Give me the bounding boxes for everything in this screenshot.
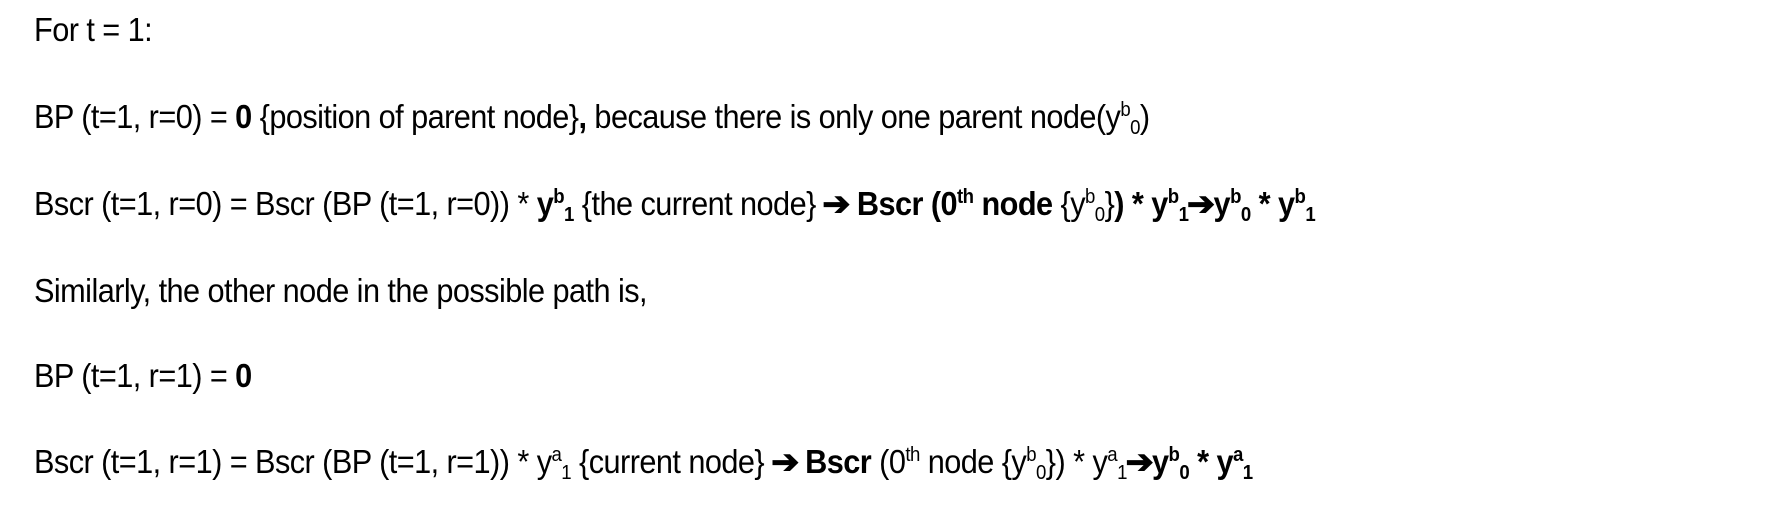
bscr-r0-result: yb0 * yb1: [1213, 185, 1316, 226]
bp-r0-expression: BP (t=1, r=0) =: [34, 98, 236, 135]
bp-r0-comma: ,: [578, 98, 587, 135]
bp-r1-line: BP (t=1, r=1) = 0: [34, 356, 252, 396]
bp-r0-note: {position of parent node}: [251, 98, 579, 135]
bp-r0-value: 0: [235, 98, 252, 135]
bscr-r1-substitution: (0th node {yb0}) * ya1: [871, 443, 1127, 484]
bscr-r1-note: {current node}: [571, 443, 773, 480]
parent-node-ref: {yb0}: [1060, 185, 1115, 226]
bp-r0-line: BP (t=1, r=0) = 0 {position of parent no…: [34, 97, 1150, 139]
bscr-label: Bscr: [797, 443, 872, 480]
bscr-r1-line: Bscr (t=1, r=1) = Bscr (BP (t=1, r=1)) *…: [34, 442, 1253, 484]
superscript: a: [551, 444, 562, 466]
bp-r1-value: 0: [235, 357, 252, 394]
close-paren: ): [1139, 98, 1150, 135]
arrow-right-icon: ➔: [822, 185, 851, 222]
arrow-right-icon: ➔: [1125, 443, 1154, 480]
bp-r0-reason: because there is only one parent node(y: [586, 98, 1121, 135]
superscript: b: [1120, 99, 1131, 121]
bscr-r0-product: ) * yb1: [1114, 185, 1189, 226]
bscr-r0-substitution: Bscr (0th node: [848, 185, 1061, 222]
bscr-r0-expression: Bscr (t=1, r=0) = Bscr (BP (t=1, r=0)) *: [34, 185, 537, 222]
subscript: 1: [561, 462, 572, 484]
similarly-text: Similarly, the other node in the possibl…: [34, 272, 648, 309]
heading-text: For t = 1:: [34, 11, 153, 48]
similarly-line: Similarly, the other node in the possibl…: [34, 271, 648, 311]
arrow-right-icon: ➔: [770, 443, 799, 480]
bp-r1-expression: BP (t=1, r=1) =: [34, 357, 236, 394]
arrow-right-icon: ➔: [1187, 185, 1215, 222]
heading-line: For t = 1:: [34, 10, 153, 50]
bscr-r0-note: {the current node}: [573, 185, 824, 222]
bscr-r0-line: Bscr (t=1, r=0) = Bscr (BP (t=1, r=0)) *…: [34, 184, 1316, 226]
current-node-var: yb1: [536, 185, 575, 226]
subscript: 0: [1130, 117, 1140, 139]
bscr-r1-expression: Bscr (t=1, r=1) = Bscr (BP (t=1, r=1)) *…: [34, 443, 552, 480]
bscr-r1-result: yb0 * ya1: [1152, 443, 1253, 484]
